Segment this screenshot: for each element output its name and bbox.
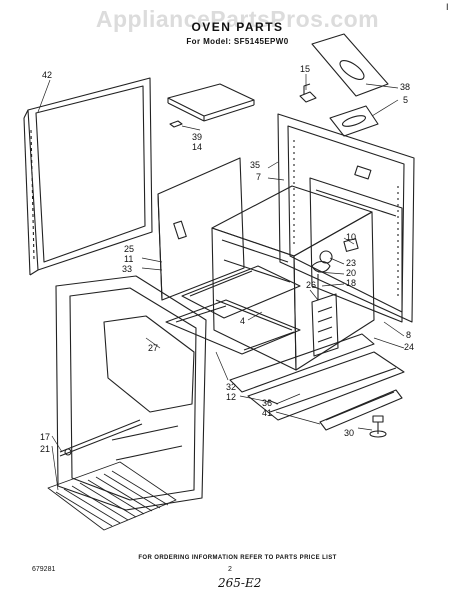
callout-30: 30 [344,428,354,438]
callout-10: 10 [346,232,356,242]
screw-part [267,399,279,405]
callout-27: 27 [148,343,158,353]
side-panel [157,157,245,301]
sensor-parts [311,238,359,300]
page-number: 2 [228,566,232,573]
callout-7: 7 [256,172,261,182]
callout-18: 18 [346,278,356,288]
callout-38: 38 [400,82,410,92]
callout-11: 11 [124,254,133,264]
cavity-back-wall [309,177,403,323]
clip-part [169,120,183,128]
callout-4: 4 [240,316,245,326]
callout-39: 39 [192,132,202,142]
callout-24: 24 [404,342,414,352]
drawer-glide [319,389,403,431]
callout-20: 20 [346,268,356,278]
front-frame [55,275,207,511]
callout-33: 33 [122,264,132,274]
vent-plate [311,33,389,137]
callout-17: 17 [40,432,50,442]
oven-floor-panel [165,299,301,355]
bottom-tray [229,333,405,421]
diagram-title: OVEN PARTS [191,20,284,34]
callout-8: 8 [406,330,411,340]
model-line: For Model: SF5145EPW0 [186,37,289,46]
callout-26: 26 [306,280,316,290]
leader-lines [37,74,405,491]
callout-42: 42 [42,70,52,80]
callout-labels: 42 15 38 5 39 14 35 7 25 11 33 10 23 20 … [40,64,414,454]
callout-14: 14 [192,142,202,152]
callout-12: 12 [226,392,236,402]
bracket-part [299,83,317,103]
door-inner-panel [23,77,153,276]
ordering-note: FOR ORDERING INFORMATION REFER TO PARTS … [138,555,337,561]
rack-support [181,265,301,319]
heater-plate [311,293,339,357]
callout-15: 15 [300,64,310,74]
callout-5: 5 [403,95,408,105]
leveling-leg [369,415,387,438]
callout-21: 21 [40,444,50,454]
rear-panel [277,113,415,323]
broiler-element [59,419,143,457]
document-number: 679281 [32,566,56,573]
callout-41: 41 [262,408,272,418]
corner-mark: I [446,2,449,12]
top-insulation-pad [167,83,255,122]
callout-25: 25 [124,244,134,254]
callout-35: 35 [250,160,260,170]
callout-23: 23 [346,258,356,268]
callout-32: 32 [226,382,236,392]
watermark: AppliancePartsPros.com [95,6,380,32]
callout-36: 36 [262,398,272,408]
handwritten-note: 265-E2 [218,576,262,590]
oven-rack [47,461,177,531]
